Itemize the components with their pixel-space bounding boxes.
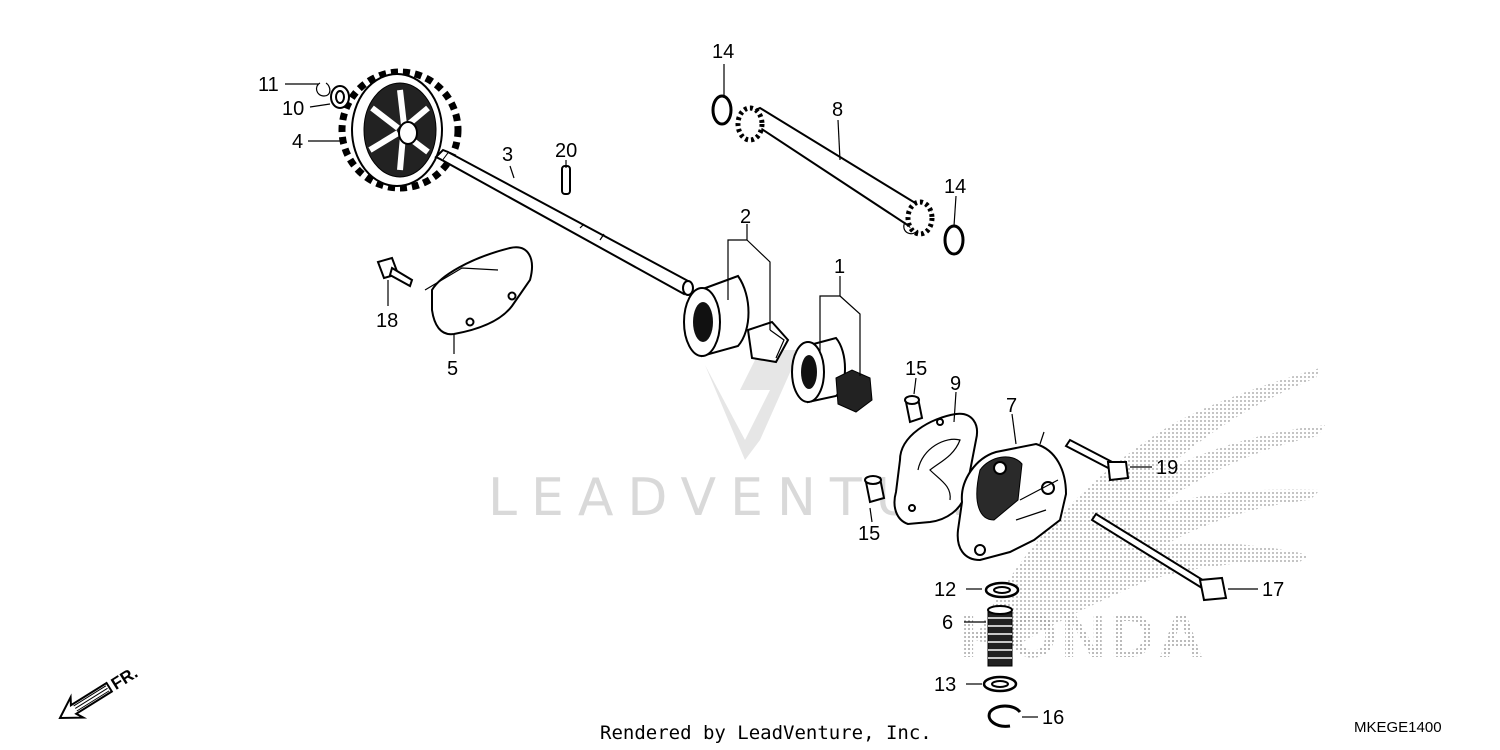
part-15-dowel-upper <box>904 395 924 424</box>
part-11-circlip <box>315 82 331 97</box>
part-5-plate <box>431 246 533 336</box>
part-16-circlip <box>987 704 1022 728</box>
part-17-bolt <box>376 256 414 288</box>
callout-15-bottom: 15 <box>858 523 880 545</box>
callout-4: 4 <box>292 131 303 153</box>
callout-16: 16 <box>1042 707 1064 729</box>
callout-13: 13 <box>934 674 956 696</box>
callout-14-top: 14 <box>712 41 734 63</box>
diagram-code: MKEGE1400 <box>1354 719 1442 736</box>
part-19-bolt <box>1090 512 1228 602</box>
part-3-shaft <box>434 148 694 296</box>
callout-20: 20 <box>555 140 577 162</box>
part-7-pump-body <box>956 442 1068 562</box>
callout-2: 2 <box>740 206 751 228</box>
callout-17: 18 <box>376 310 398 332</box>
leader-lines <box>285 64 1258 718</box>
callout-3: 3 <box>502 144 513 166</box>
part-8-shaft <box>735 105 935 237</box>
part-1-rotor <box>791 336 873 413</box>
callout-8: 8 <box>832 99 843 121</box>
callout-6: 6 <box>942 612 953 634</box>
callout-9: 9 <box>950 373 961 395</box>
callout-11: 11 <box>258 74 279 96</box>
front-direction-arrow: FR. <box>58 663 141 720</box>
wing-shape <box>975 368 1325 650</box>
callout-1: 1 <box>834 256 845 278</box>
arrow-icon <box>58 681 114 720</box>
callout-12: 12 <box>934 579 956 601</box>
part-2-rotor <box>683 274 790 364</box>
part-18-bolt <box>1064 438 1130 482</box>
callout-10: 10 <box>282 98 304 120</box>
part-9-gasket <box>893 412 978 526</box>
part-14-oring-top <box>711 94 733 126</box>
callout-19: 17 <box>1262 579 1284 601</box>
callout-15-top: 15 <box>905 358 927 380</box>
part-15-dowel-lower <box>864 475 886 504</box>
part-20-pin <box>561 165 571 195</box>
callout-18: 19 <box>1156 457 1178 479</box>
callouts: 11 10 4 3 20 14 8 14 2 1 18 5 15 9 7 15 … <box>258 41 1284 729</box>
part-4-gear <box>338 68 462 192</box>
fr-label: FR. <box>108 663 141 694</box>
callout-5: 5 <box>447 358 458 380</box>
part-14-oring-right <box>943 224 965 256</box>
part-6-filter <box>987 605 1013 667</box>
watermark-logo-icon <box>705 350 800 460</box>
callout-7: 7 <box>1006 395 1017 417</box>
callout-14-right: 14 <box>944 176 966 198</box>
footer-credit: Rendered by LeadVenture, Inc. <box>600 722 932 744</box>
